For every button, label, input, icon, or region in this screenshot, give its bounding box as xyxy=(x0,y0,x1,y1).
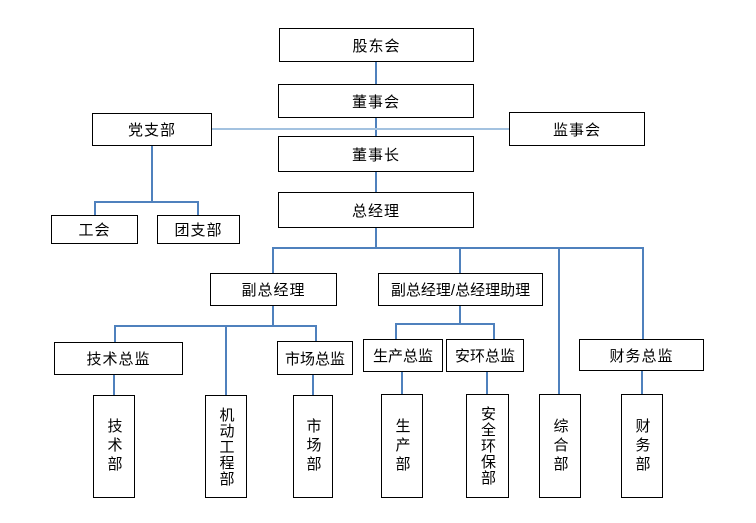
node-deputy-gm-assistant: 副总经理/总经理助理 xyxy=(378,273,543,306)
connector-deputy-gm-stem xyxy=(272,306,274,326)
node-finance-director: 财务总监 xyxy=(579,339,704,371)
connector-labor-union-drop xyxy=(94,201,96,215)
node-finance-dept: 财务部 xyxy=(621,394,663,498)
node-board: 董事会 xyxy=(278,84,474,118)
node-safety-env-director: 安环总监 xyxy=(446,339,524,372)
node-production-dept: 生产部 xyxy=(381,394,423,498)
node-mech-eng-dept: 机动工程部 xyxy=(205,395,247,498)
connector-production-dept-drop xyxy=(401,372,403,394)
connector-deputy-gm-assistant-stem xyxy=(459,306,461,324)
connector-deputy-gm-children-bus xyxy=(114,325,317,327)
connector-deputy-gm-assistant-children-bus xyxy=(395,323,495,325)
node-youth-league: 团支部 xyxy=(157,215,240,244)
node-general-dept: 综合部 xyxy=(539,394,581,498)
node-tech-director: 技术总监 xyxy=(54,342,183,375)
node-deputy-gm: 副总经理 xyxy=(210,273,337,306)
connector-chairman-general-manager xyxy=(375,172,377,192)
node-party-branch: 党支部 xyxy=(92,113,212,146)
node-shareholders: 股东会 xyxy=(279,28,474,62)
connector-tech-director-drop xyxy=(114,325,116,342)
node-labor-union: 工会 xyxy=(51,215,138,244)
connector-deputy-gm-assistant-drop xyxy=(459,247,461,273)
connector-party-branch-stem xyxy=(151,146,153,202)
node-general-manager: 总经理 xyxy=(278,192,474,228)
connector-mech-eng-dept-drop xyxy=(225,325,227,395)
node-tech-dept: 技术部 xyxy=(93,395,135,498)
connector-safety-env-director-drop xyxy=(493,323,495,339)
connector-finance-director-drop xyxy=(642,247,644,339)
node-marketing-director: 市场总监 xyxy=(277,341,353,375)
connector-marketing-dept-drop xyxy=(312,375,314,395)
connector-youth-league-drop xyxy=(197,201,199,215)
connector-party-branch-supervisory-board xyxy=(212,128,509,130)
connector-board-chairman xyxy=(375,118,377,136)
connector-party-branch-children-bus xyxy=(94,201,199,203)
connector-general-dept-drop xyxy=(558,247,560,394)
connector-production-director-drop xyxy=(395,323,397,339)
connector-tech-dept-drop xyxy=(113,375,115,395)
connector-finance-dept-drop xyxy=(641,371,643,394)
connector-shareholders-board xyxy=(375,62,377,84)
connector-safety-env-dept-drop xyxy=(486,372,488,394)
node-marketing-dept: 市场部 xyxy=(293,395,333,498)
connector-marketing-director-drop xyxy=(315,325,317,341)
node-safety-env-dept: 安全环保部 xyxy=(466,394,509,498)
connector-deputy-gm-drop xyxy=(272,247,274,273)
node-supervisory-board: 监事会 xyxy=(509,112,645,146)
connector-general-manager-children-bus xyxy=(272,247,644,249)
node-production-director: 生产总监 xyxy=(363,339,443,372)
connector-general-manager-stem xyxy=(375,228,377,248)
node-chairman: 董事长 xyxy=(278,136,474,172)
